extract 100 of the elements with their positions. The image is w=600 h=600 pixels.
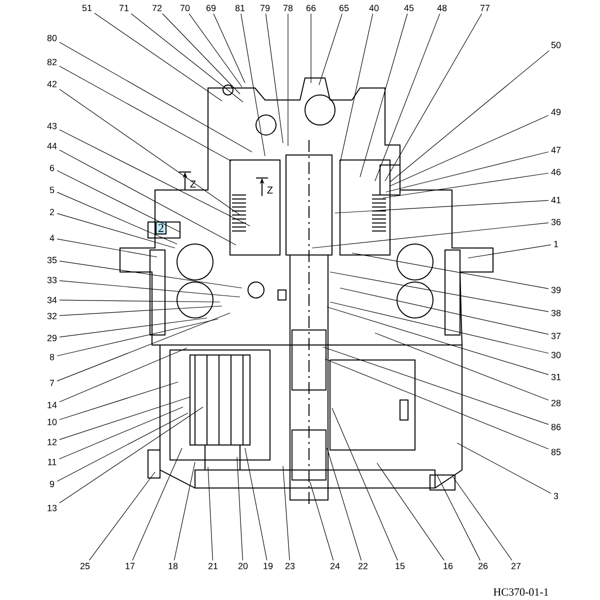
callout-number: 27 [511,562,521,570]
callout-number: 45 [404,4,414,12]
leader-line [59,150,236,246]
leader-line [312,222,549,248]
callout-number: 34 [47,296,57,304]
callout-number: 29 [47,334,57,342]
callout-number: 46 [551,168,561,176]
leader-line [59,318,208,338]
leader-line [330,272,549,312]
callout-number: 19 [264,562,273,570]
callout-number: 51 [82,4,92,12]
callout-number: 66 [306,4,316,12]
leader-line [236,456,243,561]
callout-number: 30 [551,352,561,358]
leader-line [310,13,312,84]
callout-number: 37 [551,332,561,340]
callout-number: 15 [396,562,405,570]
callout-number: 78 [283,4,293,12]
leader-line [468,244,552,258]
callout-number: 17 [126,562,135,570]
leader-line [59,382,178,420]
leader-line [340,288,549,335]
leader-line [56,238,158,258]
callout-number: 10 [48,418,57,426]
callout-number: 85 [551,448,561,456]
leader-line [240,13,266,156]
caption: HC370-01-1 [494,588,548,596]
callout-number: 20 [238,562,248,570]
callout-number: 13 [48,504,57,512]
callout-number: 69 [206,4,216,12]
view-label: Z [190,180,196,188]
leader-line [59,88,240,216]
callout-number: 3 [554,492,558,500]
callout-number: 36 [551,218,561,226]
leader-line [94,12,222,102]
leader-line [318,13,342,86]
callout-number: 42 [47,80,57,88]
leader-line [340,13,374,164]
callout-number: 47 [551,146,561,154]
leader-line [326,448,362,561]
leader-line [382,172,549,198]
leader-line [374,332,549,400]
leader-line [59,396,190,440]
leader-line [456,442,552,494]
leader-line [386,152,549,192]
leader-line [326,306,549,375]
callout-number: 72 [152,4,162,12]
leader-line [58,406,184,460]
leader-line [130,13,244,102]
leader-line [390,50,550,182]
leader-line [59,406,204,504]
callout-number: 50 [551,42,561,48]
leader-line [174,462,196,561]
callout-number: 6 [50,164,54,172]
callout-number: 28 [551,400,561,406]
leader-line [56,170,180,232]
callout-number: 80 [47,34,57,42]
callout-number: 14 [48,402,57,408]
leader-line [334,200,549,214]
callout-number: 5 [50,186,54,194]
leader-line [322,346,549,425]
callout-number: 23 [285,562,295,570]
callout-number: 12 [48,438,57,446]
leader-line [59,129,250,226]
leader-line [282,466,290,561]
leader-line [360,13,408,178]
callout-number: 16 [444,562,453,570]
leader-line [59,348,188,402]
leader-line [132,448,182,561]
callout-number: 32 [47,312,57,320]
leader-line [436,474,480,561]
leader-line [330,302,549,354]
leader-line [59,66,232,162]
callout-number: 22 [358,562,368,570]
callout-number: 8 [50,354,54,360]
callout-number: 2 [50,208,54,216]
callout-number: 49 [551,108,561,116]
callout-number: 4 [50,234,54,242]
leader-line [352,252,549,289]
callout-number: 81 [235,4,245,12]
leader-line [56,412,188,482]
callout-number: 82 [47,58,57,66]
leader-line [208,466,214,561]
callout-number: 71 [119,4,129,12]
callout-number: 9 [50,480,54,488]
leader-line [59,260,242,288]
callout-number: 25 [80,562,90,570]
callout-number: 79 [260,4,270,12]
callout-number: 70 [180,4,190,12]
callout-number: 24 [330,562,340,570]
view-label: Z [267,186,273,194]
callout-number: 65 [339,4,349,12]
callout-number: 7 [50,380,54,386]
leader-line [384,13,482,182]
callout-number: 77 [480,4,490,12]
callout-number: 31 [551,374,561,380]
leader-line [376,462,444,561]
leader-line [324,358,549,450]
leader-line [390,115,549,186]
leader-line [88,472,156,561]
